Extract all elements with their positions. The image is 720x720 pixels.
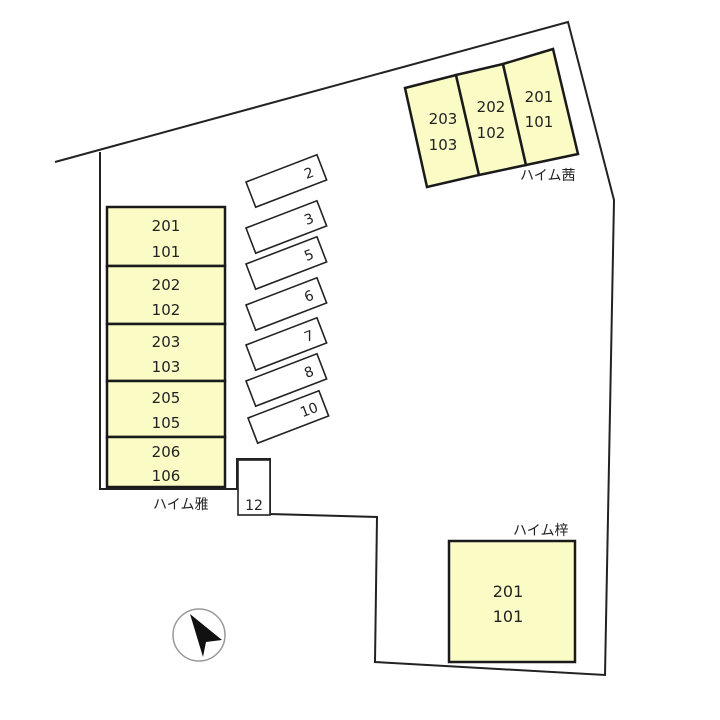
unit-number: 201: [493, 582, 524, 601]
property-boundary: [54, 20, 616, 677]
unit-number: 102: [477, 124, 506, 142]
building-heim-akane: 203 103 202 102 201 101: [403, 47, 580, 189]
building-label-heim-azusa: ハイム梓: [513, 523, 568, 539]
parking-slot-number: 10: [298, 400, 320, 421]
unit-number: 202: [477, 98, 506, 116]
parking-slot: [246, 389, 330, 445]
parking-slot: [244, 276, 328, 332]
unit-number: 202: [152, 276, 181, 294]
unit-number: 203: [429, 110, 458, 128]
unit-number: 103: [429, 136, 458, 154]
unit-row-miyabi-1: [105, 205, 227, 268]
parking-slot: [244, 235, 328, 291]
unit-number: 206: [152, 443, 181, 461]
unit-number: 205: [152, 389, 181, 407]
parking-slot: [244, 316, 328, 372]
unit-number: 101: [493, 607, 524, 626]
unit-row-miyabi-5: [105, 435, 227, 489]
parking-slot-number: 12: [245, 498, 263, 514]
building-label-heim-akane: ハイム茜: [520, 168, 575, 184]
unit-number: 203: [152, 333, 181, 351]
parking-slot: [237, 459, 271, 516]
unit-block-azusa: [447, 539, 577, 664]
unit-column-akane-3: [501, 47, 580, 167]
parking-slot: [244, 153, 328, 209]
unit-number: 201: [525, 88, 554, 106]
building-heim-azusa: 201 101: [447, 539, 577, 664]
unit-number: 103: [152, 358, 181, 376]
unit-number: 102: [152, 301, 181, 319]
unit-number: 201: [152, 217, 181, 235]
unit-number: 101: [525, 113, 554, 131]
unit-number: 101: [152, 243, 181, 261]
parking-slot: [244, 352, 328, 408]
unit-number: 106: [152, 467, 181, 485]
north-arrow-icon: [172, 608, 226, 662]
parking-area: 2 3 5 6 7 8 10 12: [237, 153, 330, 516]
building-heim-miyabi: 201 101 202 102 203 103 205 105 206 106: [105, 205, 227, 489]
unit-number: 105: [152, 414, 181, 432]
building-label-heim-miyabi: ハイム雅: [153, 497, 208, 513]
parking-slot: [244, 199, 328, 255]
